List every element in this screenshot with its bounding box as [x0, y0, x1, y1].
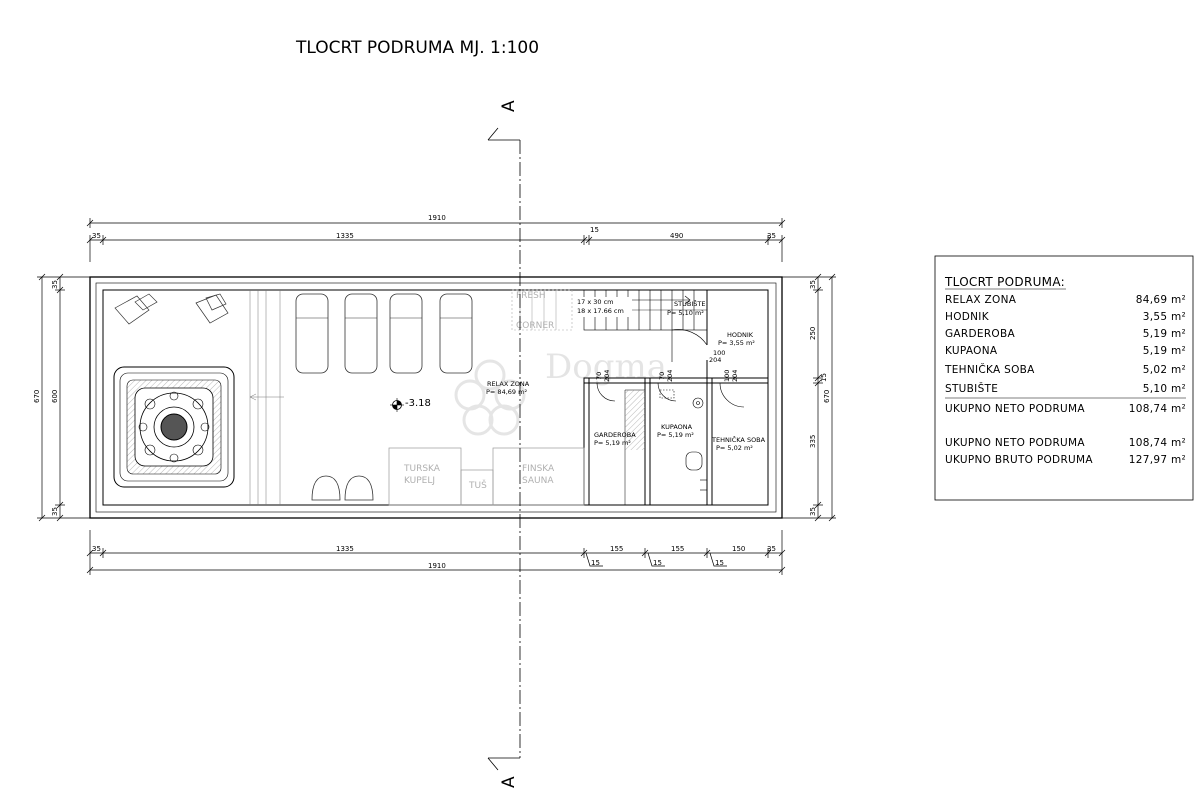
dim-right-wall-top: 35 — [809, 280, 817, 289]
hodnik-name: HODNIK — [727, 331, 754, 339]
bottom-dimensions — [86, 530, 786, 575]
door-hodnik-w: 100 — [713, 349, 725, 357]
table-row-value: 5,19 m² — [1143, 328, 1186, 340]
garderoba-name: GARDEROBA — [594, 431, 636, 439]
table-row-label: TEHNIČKA SOBA — [944, 363, 1035, 376]
dim-left-inner: 600 — [51, 390, 59, 403]
section-marker-top: A — [499, 100, 519, 112]
dim-left-outer: 670 — [33, 390, 41, 403]
dim-top-1: 35 — [92, 232, 101, 240]
table-row-value: 84,69 m² — [1136, 294, 1186, 306]
stubiste-area: P= 5,10 m² — [667, 309, 704, 317]
watermark-text: Dogma — [545, 347, 667, 387]
dim-bottom-6: 35 — [767, 545, 776, 553]
finska-label-1: FINSKA — [522, 464, 555, 474]
table-row-value: 5,02 m² — [1143, 364, 1186, 376]
door-tehnicka-h: 204 — [731, 370, 739, 382]
dim-top-total: 1910 — [428, 214, 446, 222]
table-heading: TLOCRT PODRUMA: — [944, 275, 1065, 289]
table-row-value: 108,74 m² — [1129, 403, 1186, 415]
dim-bottom-2: 1335 — [336, 545, 354, 553]
dim-bottom-wall-2: 15 — [653, 559, 662, 567]
dim-top-2: 1335 — [336, 232, 354, 240]
table-total-value: 127,97 m² — [1129, 454, 1186, 466]
dim-bottom-4: 155 — [671, 545, 684, 553]
dim-bottom-wall-1: 15 — [591, 559, 600, 567]
dim-top-4: 490 — [670, 232, 683, 240]
dim-bottom-total: 1910 — [428, 562, 446, 570]
bathroom-fixtures — [659, 389, 707, 491]
fresh-label-2: CORNER — [516, 321, 554, 331]
level-value: -3.18 — [405, 398, 431, 409]
dim-right-mid: 15 — [820, 373, 828, 382]
relax-area: P= 84,69 m² — [486, 388, 527, 396]
door-kupaona-h: 204 — [666, 370, 674, 382]
section-marker-bottom: A — [499, 776, 519, 788]
tehnicka-area: P= 5,02 m² — [716, 444, 753, 452]
right-dimensions — [782, 273, 836, 522]
kupaona-name: KUPAONA — [661, 423, 693, 431]
table-row-value: 5,19 m² — [1143, 345, 1186, 357]
door-kupaona-w: 70 — [658, 372, 666, 380]
door-garderoba-w: 70 — [595, 372, 603, 380]
floor-cushions — [114, 293, 229, 325]
pool-steps — [249, 290, 284, 505]
table-row-label: STUBIŠTE — [945, 382, 998, 395]
table-total-label: UKUPNO BRUTO PODRUMA — [945, 454, 1093, 466]
top-dimensions — [86, 218, 786, 262]
hot-tub — [113, 366, 235, 488]
relax-name: RELAX ZONA — [487, 380, 530, 388]
dim-bottom-3: 155 — [610, 545, 623, 553]
door-tehnicka-w: 100 — [723, 370, 731, 382]
dim-bottom-1: 35 — [92, 545, 101, 553]
kupaona-area: P= 5,19 m² — [657, 431, 694, 439]
turska-label-2: KUPELJ — [404, 476, 435, 486]
dim-bottom-wall-3: 15 — [715, 559, 724, 567]
dim-right-top: 250 — [809, 327, 817, 340]
dim-right-outer: 670 — [823, 390, 831, 403]
tus-label: TUŠ — [468, 479, 487, 491]
table-row-label: RELAX ZONA — [945, 294, 1017, 306]
tehnicka-name: TEHNIČKA SOBA — [711, 435, 766, 444]
stairs-spec-1: 17 x 30 cm — [577, 298, 614, 306]
dim-left-wall-top: 35 — [51, 280, 59, 289]
wardrobe-shelving — [625, 390, 645, 450]
door-garderoba-h: 204 — [603, 370, 611, 382]
finska-label-2: SAUNA — [522, 476, 554, 486]
wellness-rooms — [388, 447, 585, 506]
section-line — [487, 127, 521, 771]
area-table: TLOCRT PODRUMA: RELAX ZONA 84,69 m² HODN… — [934, 255, 1194, 501]
left-dimensions — [37, 273, 90, 522]
stairs-spec-2: 18 x 17.66 cm — [577, 307, 624, 315]
table-row-label: HODNIK — [945, 311, 990, 323]
watermark-logo — [454, 359, 526, 436]
turska-label-1: TURSKA — [403, 464, 441, 474]
stairs-spec-backdrop — [574, 297, 632, 317]
table-row-label: KUPAONA — [945, 345, 998, 357]
table-total-label: UKUPNO NETO PODRUMA — [945, 437, 1085, 449]
level-marker-icon — [390, 398, 404, 412]
table-total-value: 108,74 m² — [1129, 437, 1186, 449]
dim-top-3: 15 — [590, 226, 599, 234]
interior-walls — [583, 290, 769, 506]
garderoba-area: P= 5,19 m² — [594, 439, 631, 447]
armchairs — [311, 475, 374, 501]
lounge-chairs — [295, 293, 473, 374]
dim-bottom-5: 150 — [732, 545, 745, 553]
table-row-value: 3,55 m² — [1143, 311, 1186, 323]
dim-right-bottom: 335 — [809, 435, 817, 448]
dim-right-wall-bottom: 35 — [809, 507, 817, 516]
plan-title: TLOCRT PODRUMA MJ. 1:100 — [295, 38, 539, 58]
hodnik-area: P= 3,55 m² — [718, 339, 755, 347]
door-hodnik-h: 204 — [709, 356, 721, 364]
table-row-value: 5,10 m² — [1143, 383, 1186, 395]
dim-left-wall-bottom: 35 — [51, 507, 59, 516]
dim-top-5: 35 — [767, 232, 776, 240]
table-row-label: GARDEROBA — [945, 328, 1015, 340]
table-row-label: UKUPNO NETO PODRUMA — [945, 403, 1085, 415]
stubiste-name: STUBIŠTE — [674, 299, 705, 308]
fresh-label-1: FRESH — [516, 291, 546, 301]
